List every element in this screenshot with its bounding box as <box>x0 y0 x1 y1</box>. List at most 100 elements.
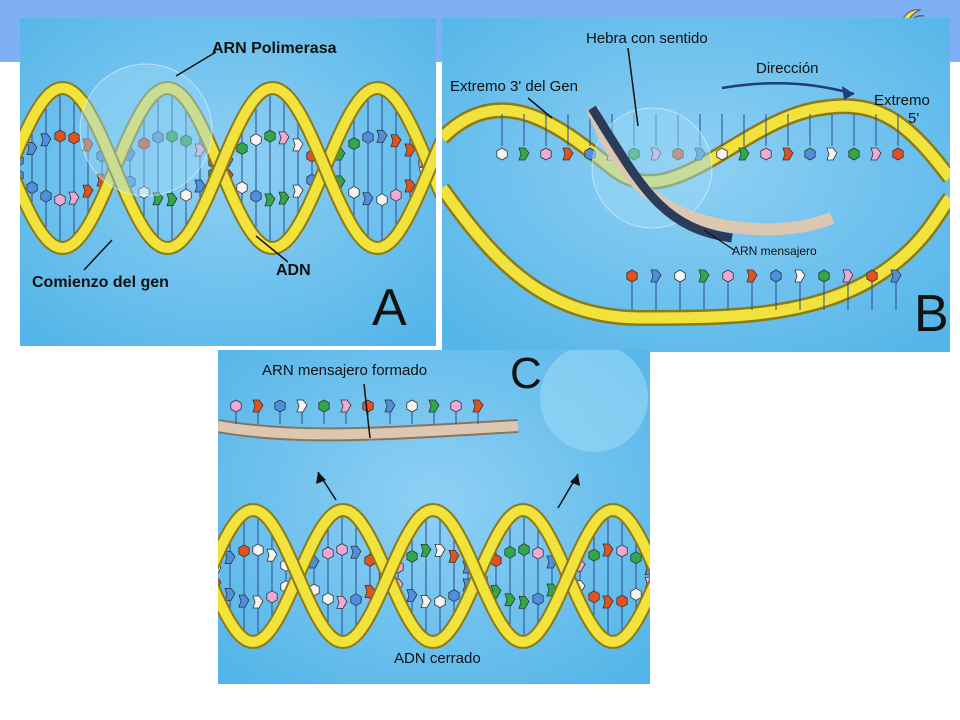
nucleotide-base <box>82 138 94 152</box>
nucleotide-base <box>266 590 278 604</box>
panel-c-illustration <box>218 350 650 684</box>
panel-c: ARN mensajero formado ADN cerrado C <box>218 350 650 684</box>
nucleotide-base <box>252 399 264 413</box>
nucleotide-base <box>616 544 628 558</box>
nucleotide-base <box>404 179 416 193</box>
nucleotide-base <box>376 193 388 207</box>
nucleotide-base <box>336 543 348 557</box>
nucleotide-base <box>348 137 360 151</box>
nucleotide-base <box>224 551 236 565</box>
nucleotide-base <box>496 147 508 161</box>
nucleotide-base <box>82 184 94 198</box>
direction-arrow-head <box>842 86 854 100</box>
pointer-gene-start <box>83 239 113 271</box>
nucleotide-base <box>238 594 250 608</box>
nucleotide-base <box>238 544 250 558</box>
mrna-strand <box>586 105 835 236</box>
panel-a: ARN Polimerasa Comienzo del gen ADN A <box>20 18 436 346</box>
nucleotide-base <box>450 399 462 413</box>
nucleotide-base <box>340 399 352 413</box>
nucleotide-base <box>322 546 334 560</box>
nucleotide-base <box>848 147 860 161</box>
nucleotide-base <box>738 147 750 161</box>
nucleotide-base <box>842 269 854 283</box>
pointer-polymerase <box>175 51 217 77</box>
nucleotide-base <box>782 147 794 161</box>
nucleotide-base <box>350 593 362 607</box>
label-direccion: Dirección <box>756 60 819 77</box>
nucleotide-base <box>818 269 830 283</box>
nucleotide-base <box>390 188 402 202</box>
pointer-mrna <box>703 229 735 251</box>
nucleotide-base <box>448 589 460 603</box>
nucleotide-base <box>180 134 192 148</box>
nucleotide-base <box>348 185 360 199</box>
label-extremo-5-line2: 5' <box>908 110 920 127</box>
nucleotide-base <box>518 595 530 609</box>
direction-arrow <box>721 81 855 96</box>
nucleotide-base <box>532 546 544 560</box>
nucleotide-base <box>804 147 816 161</box>
nucleotide-base <box>350 545 362 559</box>
nucleotide-base <box>420 543 432 557</box>
nucleotide-base <box>224 587 236 601</box>
dna-strand-2 <box>218 504 650 648</box>
nucleotide-base <box>518 147 530 161</box>
pointer-dna <box>255 235 289 263</box>
nucleotide-base <box>588 548 600 562</box>
nucleotide-base <box>278 131 290 145</box>
nucleotide-base <box>448 549 460 563</box>
nucleotide-base <box>376 129 388 143</box>
nucleotide-base <box>434 595 446 609</box>
mrna-strand <box>218 421 519 440</box>
nucleotide-base <box>296 399 308 413</box>
nucleotide-base <box>180 188 192 202</box>
nucleotide-base <box>588 590 600 604</box>
arrow-up-right-head <box>570 474 580 486</box>
nucleotide-base <box>292 184 304 198</box>
nucleotide-base <box>866 269 878 283</box>
nucleotide-base <box>892 147 904 161</box>
rna-polymerase-bubble <box>591 107 713 229</box>
nucleotide-base <box>236 141 248 155</box>
nucleotide-base <box>264 193 276 207</box>
rna-polymerase-bubble <box>79 63 213 197</box>
panel-b-letter: B <box>914 285 949 343</box>
label-adn-cerrado: ADN cerrado <box>394 650 481 667</box>
label-extremo-5-line1: Extremo <box>874 92 930 109</box>
nucleotide-base <box>266 548 278 562</box>
nucleotide-base <box>540 147 552 161</box>
nucleotide-base <box>362 192 374 206</box>
nucleotide-base <box>518 543 530 557</box>
nucleotide-base <box>650 269 662 283</box>
nucleotide-base <box>794 269 806 283</box>
nucleotide-base <box>602 543 614 557</box>
nucleotide-base <box>250 133 262 147</box>
nucleotide-base <box>152 130 164 144</box>
nucleotide-base <box>434 543 446 557</box>
label-hebra-con-sentido: Hebra con sentido <box>586 30 708 47</box>
nucleotide-base <box>420 595 432 609</box>
nucleotide-base <box>68 131 80 145</box>
arrow-up-left-head <box>316 472 326 484</box>
dna-strand-2 <box>442 184 950 324</box>
nucleotide-base <box>264 129 276 143</box>
nucleotide-base <box>698 269 710 283</box>
nucleotide-base <box>760 147 772 161</box>
nucleotide-base <box>472 399 484 413</box>
nucleotide-base <box>406 549 418 563</box>
nucleotide-base <box>630 551 642 565</box>
label-comienzo-del-gen: Comienzo del gen <box>32 274 169 291</box>
nucleotide-base <box>68 191 80 205</box>
label-adn: ADN <box>276 262 311 279</box>
nucleotide-base <box>626 269 638 283</box>
nucleotide-base <box>274 399 286 413</box>
nucleotide-base <box>318 399 330 413</box>
nucleotide-base <box>166 193 178 207</box>
nucleotide-base <box>236 181 248 195</box>
nucleotide-base <box>26 142 38 155</box>
rna-polymerase-bubble <box>540 350 648 452</box>
nucleotide-base <box>406 399 418 413</box>
pointer-mrna-formed <box>363 383 371 439</box>
nucleotide-base <box>252 543 264 557</box>
